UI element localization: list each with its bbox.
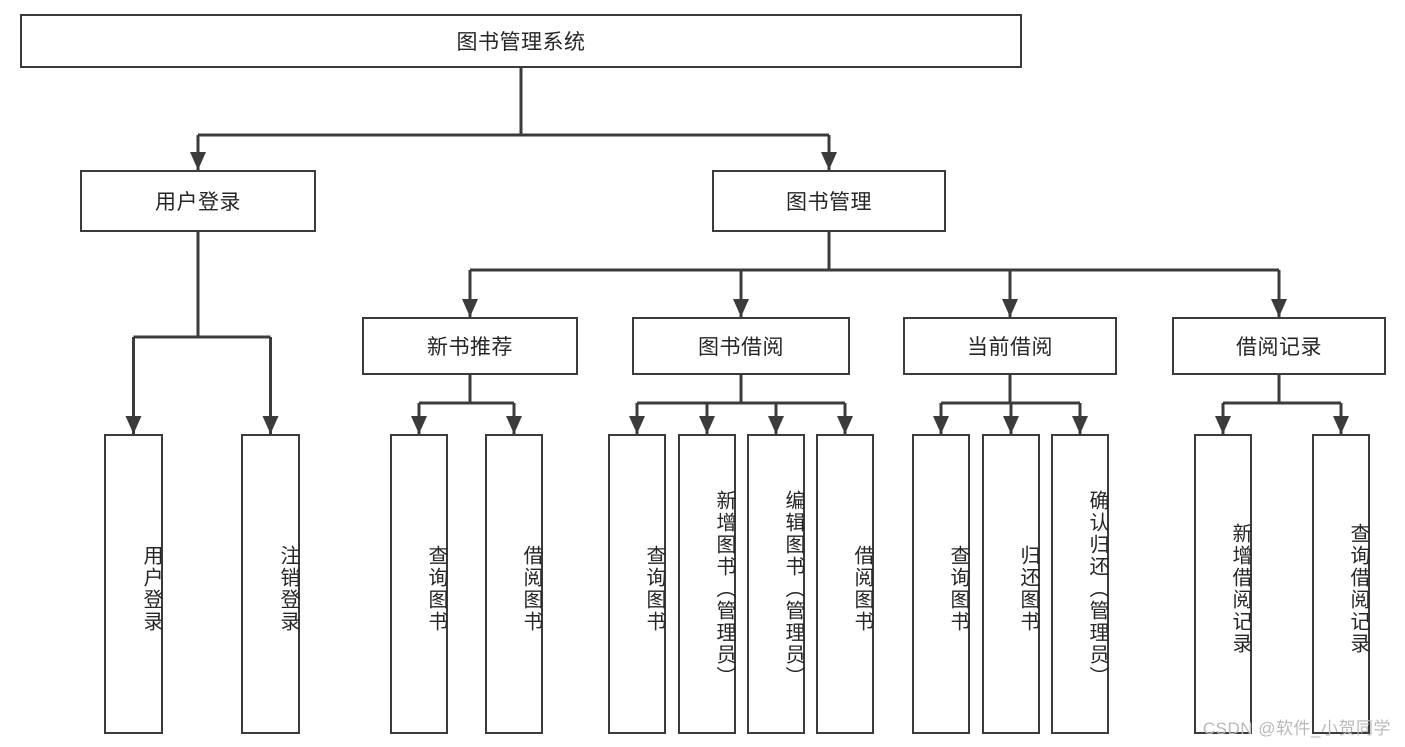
node-leaf-user-login[interactable]: 用户登录 — [104, 434, 163, 734]
node-book-borrow[interactable]: 图书借阅 — [632, 317, 850, 375]
node-leaf-add-record[interactable]: 新增借阅记录 — [1194, 434, 1252, 734]
node-label: 查询图书 — [425, 545, 447, 633]
node-label: 借阅记录 — [1236, 336, 1322, 359]
node-label: 新增借阅记录 — [1229, 523, 1251, 655]
node-label: 确认归还（管理员） — [1086, 490, 1108, 688]
node-label: 图书借阅 — [698, 336, 784, 359]
node-label: 借阅图书 — [851, 545, 873, 633]
node-leaf-borrow-book-2[interactable]: 借阅图书 — [816, 434, 874, 734]
node-leaf-query-record[interactable]: 查询借阅记录 — [1312, 434, 1370, 734]
node-label: 用户登录 — [155, 191, 241, 214]
node-label: 当前借阅 — [967, 336, 1053, 359]
node-label: 图书管理系统 — [456, 31, 586, 54]
node-leaf-edit-book[interactable]: 编辑图书（管理员） — [747, 434, 805, 734]
node-label: 借阅图书 — [520, 545, 542, 633]
node-leaf-return-book[interactable]: 归还图书 — [982, 434, 1040, 734]
node-leaf-query-book-1[interactable]: 查询图书 — [390, 434, 448, 734]
node-label: 查询借阅记录 — [1347, 523, 1369, 655]
node-label: 查询图书 — [947, 545, 969, 633]
node-label: 注销登录 — [277, 545, 299, 633]
node-leaf-confirm-return[interactable]: 确认归还（管理员） — [1051, 434, 1109, 734]
node-leaf-logout[interactable]: 注销登录 — [241, 434, 300, 734]
node-label: 新增图书（管理员） — [713, 490, 735, 688]
node-label: 编辑图书（管理员） — [782, 490, 804, 688]
node-root[interactable]: 图书管理系统 — [20, 14, 1022, 68]
node-label: 用户登录 — [140, 545, 162, 633]
node-new-book-rec[interactable]: 新书推荐 — [362, 317, 578, 375]
node-book-manage[interactable]: 图书管理 — [712, 170, 946, 232]
node-label: 图书管理 — [786, 191, 872, 214]
node-user-login[interactable]: 用户登录 — [80, 170, 316, 232]
node-leaf-borrow-book-1[interactable]: 借阅图书 — [485, 434, 543, 734]
node-label: 查询图书 — [643, 545, 665, 633]
node-borrow-record[interactable]: 借阅记录 — [1172, 317, 1386, 375]
node-leaf-query-book-2[interactable]: 查询图书 — [608, 434, 666, 734]
node-leaf-add-book[interactable]: 新增图书（管理员） — [678, 434, 736, 734]
node-label: 新书推荐 — [427, 336, 513, 359]
node-label: 归还图书 — [1017, 545, 1039, 633]
node-leaf-query-book-3[interactable]: 查询图书 — [912, 434, 970, 734]
node-current-borrow[interactable]: 当前借阅 — [903, 317, 1117, 375]
